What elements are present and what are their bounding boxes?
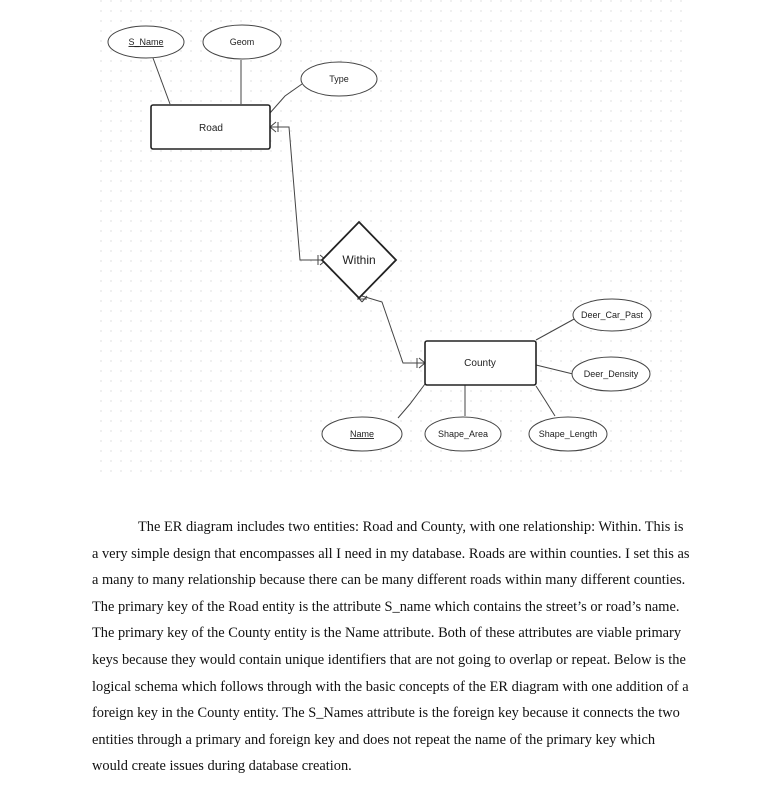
er-diagram: Road County Within S_Name Geom Type Deer… — [96, 0, 688, 480]
attribute-type-label: Type — [329, 74, 349, 84]
attribute-deer-density-label: Deer_Density — [584, 369, 639, 379]
connector-within-county — [361, 295, 425, 364]
attribute-type: Type — [300, 61, 378, 97]
connector-deer-car-past — [535, 317, 577, 341]
grid-background — [96, 0, 688, 480]
attribute-deer-density: Deer_Density — [571, 356, 651, 392]
crowfoot-county-top — [418, 357, 426, 364]
relationship-within: Within — [320, 220, 398, 300]
attribute-deer-car-past-label: Deer_Car_Past — [581, 310, 644, 320]
attribute-geom: Geom — [202, 24, 282, 60]
attribute-s-name: S_Name — [107, 25, 185, 59]
connector-deer-density — [535, 364, 574, 375]
attribute-deer-car-past: Deer_Car_Past — [572, 298, 652, 332]
connector-name — [397, 383, 426, 419]
entity-road-label: Road — [199, 123, 223, 134]
connector-s-name — [152, 57, 171, 105]
attribute-shape-length: Shape_Length — [528, 416, 608, 452]
crowfoot-county-bottom — [418, 362, 426, 369]
entity-county-label: County — [464, 358, 496, 369]
crowfoot-road-bottom — [269, 126, 277, 133]
body-paragraph: The ER diagram includes two entities: Ro… — [92, 519, 690, 775]
attribute-shape-length-label: Shape_Length — [539, 429, 598, 439]
attribute-name-label: Name — [350, 429, 374, 439]
connector-road-within — [270, 126, 326, 261]
connector-shape-length — [535, 385, 556, 417]
entity-county: County — [424, 340, 537, 386]
crowfoot-road-top — [269, 121, 277, 128]
relationship-within-label: Within — [342, 253, 375, 267]
connector-lines — [152, 57, 577, 419]
attribute-name: Name — [321, 416, 403, 452]
connector-type — [269, 83, 303, 114]
er-diagram-canvas: Road County Within S_Name Geom Type Deer… — [96, 0, 688, 480]
entity-road: Road — [150, 104, 271, 150]
attribute-shape-area-label: Shape_Area — [438, 429, 488, 439]
attribute-s-name-label: S_Name — [128, 37, 163, 47]
attribute-shape-area: Shape_Area — [424, 416, 502, 452]
attribute-geom-label: Geom — [230, 37, 255, 47]
